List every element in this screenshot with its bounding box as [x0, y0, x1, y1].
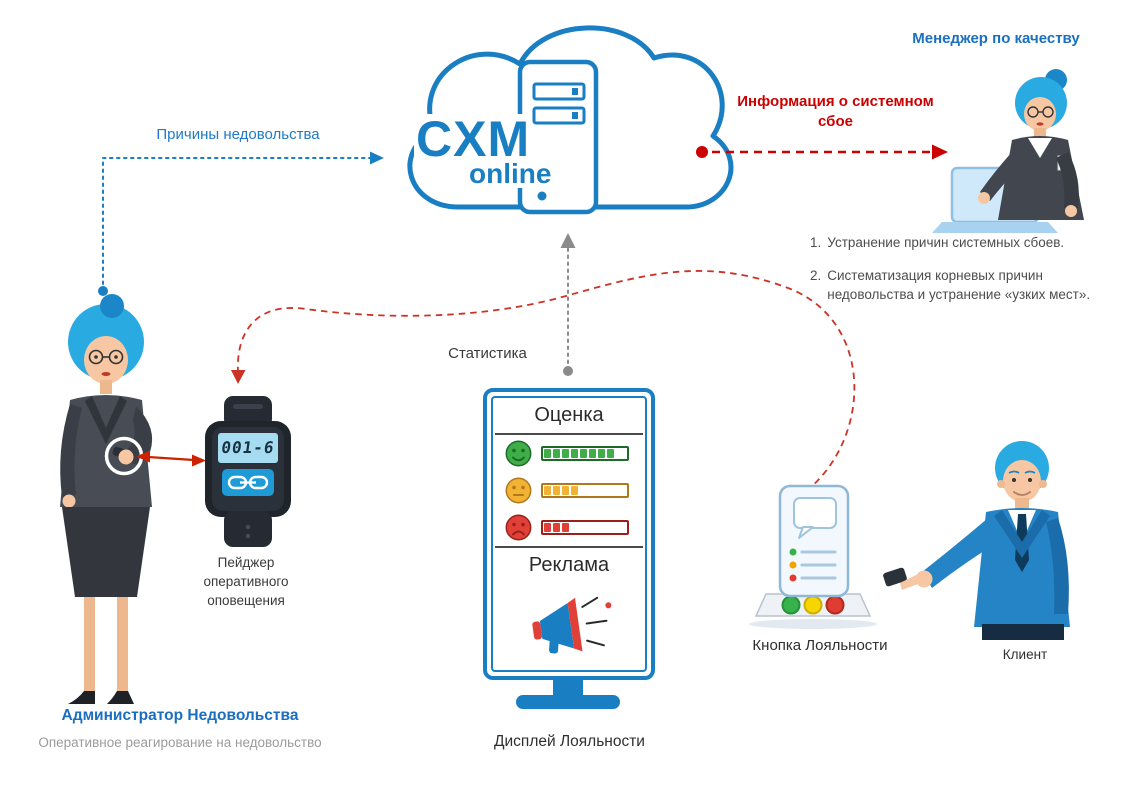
cxm-logo-text: CXM: [414, 111, 533, 167]
rating-row: [493, 509, 645, 546]
manager-glasses-icon: [1027, 106, 1054, 118]
reasons-arrow-label: Причины недовольства: [156, 126, 320, 143]
admin-glasses-icon: [88, 349, 124, 365]
client-figure: [883, 441, 1070, 640]
failure-arrow-label: Информация о системном сбое: [737, 93, 934, 131]
admin-figure: [60, 294, 153, 704]
admin-subtitle: Оперативное реагирование на недовольство: [38, 735, 322, 750]
happy-smiley-icon: [505, 440, 532, 467]
sad-smiley-icon: [505, 514, 532, 541]
task-text: Систематизация корневых причин недовольс…: [827, 267, 1091, 303]
task-item: 1. Устранение причин системных сбоев.: [810, 233, 1112, 253]
loyalty-display-label: Дисплей Лояльности: [494, 733, 645, 750]
red-button: [825, 595, 845, 615]
escalation-curve-arrow: [231, 270, 856, 499]
laptop-base: [932, 222, 1058, 233]
loyalty-display: Оценка: [483, 388, 655, 680]
task-number: 1.: [810, 235, 822, 250]
green-button: [781, 595, 801, 615]
display-rating-title: Оценка: [534, 404, 604, 426]
loyalty-button-label: Кнопка Лояльности: [752, 637, 888, 654]
speech-bubble-icon: [793, 497, 837, 529]
client-label: Клиент: [1002, 647, 1048, 662]
manager-tasks-list: 1. Устранение причин системных сбоев. 2.…: [810, 233, 1112, 318]
rating-bar: [541, 520, 629, 535]
neutral-smiley-icon: [505, 477, 532, 504]
loyalty-display-screen: Оценка: [491, 396, 647, 672]
manager-figure: [932, 69, 1084, 233]
task-item: 2. Систематизация корневых причин недово…: [810, 266, 1112, 305]
ad-zone: [493, 583, 645, 670]
pager-label: Пейджер оперативного оповещения: [203, 555, 289, 608]
divider: [495, 546, 643, 548]
yellow-button: [803, 595, 823, 615]
task-number: 2.: [810, 267, 822, 283]
display-ad-title: Реклама: [528, 554, 610, 576]
phone-icon: [883, 567, 907, 587]
reasons-arrow: [98, 151, 384, 296]
cxm-logo-subtext: online: [466, 160, 555, 188]
quality-manager-title: Менеджер по качеству: [912, 30, 1080, 47]
stats-arrow-label: Статистика: [448, 345, 527, 362]
task-text: Устранение причин системных сбоев.: [827, 235, 1065, 250]
rating-row: [493, 435, 645, 472]
rating-bar: [541, 483, 629, 498]
admin-title: Администратор Недовольства: [61, 707, 299, 724]
pager-screen-value: 001-6: [220, 438, 276, 457]
hand-pager-arrow: [136, 450, 206, 467]
divider: [495, 433, 643, 435]
failure-arrow: [696, 144, 948, 160]
stats-arrow: [560, 233, 576, 376]
rating-row: [493, 472, 645, 509]
pager-device: [205, 396, 291, 547]
megaphone-icon: [532, 596, 612, 653]
link-icon: [227, 475, 269, 490]
loyalty-button-device: [749, 484, 877, 629]
rating-bar: [541, 446, 629, 461]
